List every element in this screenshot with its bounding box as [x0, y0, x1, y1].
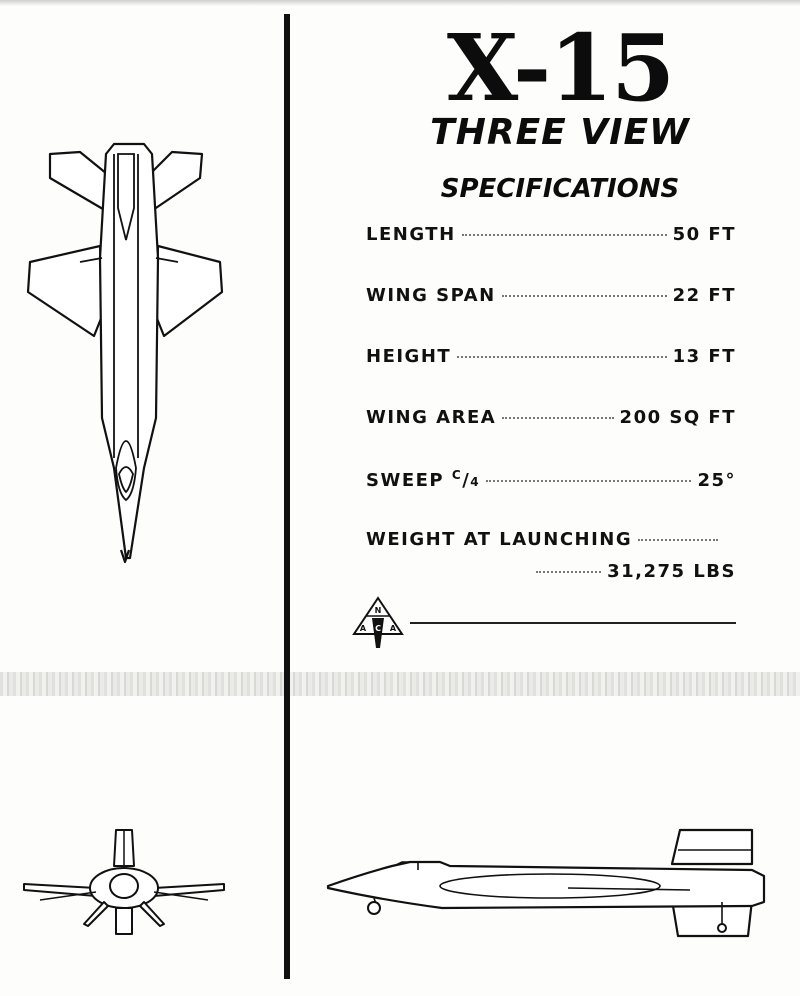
paper-fold-crease [0, 672, 800, 696]
paper-top-edge [0, 0, 800, 6]
spec-value-wing-span: 22 FT [672, 285, 736, 306]
leader-dots [638, 539, 719, 541]
spec-row-weight-value: 31,275 LBS [366, 561, 736, 585]
sweep-fraction-den: 4 [470, 475, 481, 489]
top-view-drawing [26, 142, 224, 564]
spec-row-sweep: SWEEP C/4 25° [366, 468, 736, 492]
leader-dots [486, 480, 692, 482]
spec-value-weight: 31,275 LBS [607, 561, 736, 582]
leader-dots [536, 571, 602, 573]
logo-letter-n: N [375, 606, 382, 615]
logo-letter-c: C [375, 624, 381, 633]
specifications-heading: SPECIFICATIONS [440, 174, 680, 204]
leader-dots [502, 417, 614, 419]
spec-label-height: HEIGHT [366, 346, 452, 367]
spec-label-sweep: SWEEP C/4 [366, 468, 481, 491]
spec-label-wing-area: WING AREA [366, 407, 497, 428]
logo-rule-line [410, 622, 736, 624]
sweep-label-text: SWEEP [366, 470, 445, 491]
spec-value-wing-area: 200 SQ FT [619, 407, 736, 428]
spec-row-wing-area: WING AREA 200 SQ FT [366, 407, 736, 431]
front-view-drawing [23, 829, 225, 935]
spec-value-height: 13 FT [672, 346, 736, 367]
spec-row-weight: WEIGHT AT LAUNCHING [366, 529, 736, 553]
spec-row-length: LENGTH 50 FT [366, 224, 736, 248]
sweep-fraction-num: C [451, 468, 463, 482]
logo-letter-a-right: A [390, 624, 397, 633]
side-view-drawing [326, 828, 766, 938]
spec-value-sweep: 25° [697, 470, 736, 491]
spec-row-height: HEIGHT 13 FT [366, 346, 736, 370]
spec-value-length: 50 FT [672, 224, 736, 245]
leader-dots [457, 356, 667, 358]
naca-logo: N A C A [352, 596, 404, 648]
page-subtitle: THREE VIEW [430, 112, 690, 153]
spec-label-weight: WEIGHT AT LAUNCHING [366, 529, 633, 550]
leader-dots [501, 295, 667, 297]
leader-dots [461, 234, 667, 236]
logo-letter-a-left: A [360, 624, 367, 633]
page-title: X-15 [446, 14, 675, 122]
vertical-divider-rule [284, 14, 290, 979]
spec-row-wing-span: WING SPAN 22 FT [366, 285, 736, 309]
spec-label-wing-span: WING SPAN [366, 285, 496, 306]
spec-label-length: LENGTH [366, 224, 456, 245]
